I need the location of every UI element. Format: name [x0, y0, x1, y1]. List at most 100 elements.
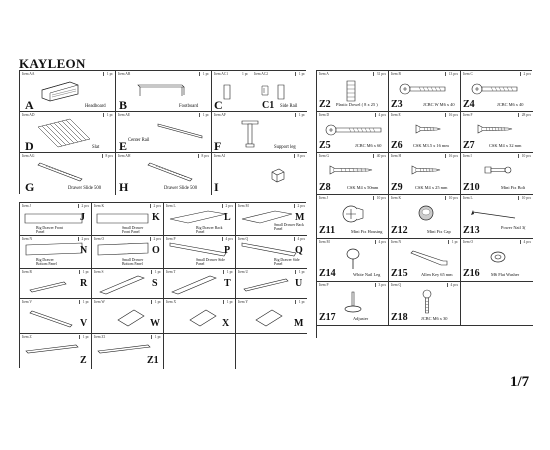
item-code: Item AC1 — [214, 72, 229, 76]
part-cell-q: Item Q 4 pcs Q Big Drawer Side Panel — [236, 236, 307, 269]
item-qty: 1 pc — [78, 335, 89, 339]
part-letter: S — [152, 278, 158, 289]
part-letter: Z13 — [463, 225, 480, 236]
cam-lock-icon — [342, 205, 364, 223]
item-qty: 10 pcs — [372, 196, 386, 200]
part-letter: Z12 — [391, 225, 408, 236]
part-cell-b: Item AB 1 pc B Footboard — [116, 71, 212, 112]
item-qty: 31 pcs — [372, 72, 386, 76]
nail-icon — [471, 210, 516, 219]
part-name: Mini Fix Housing — [351, 229, 383, 234]
part-letter: Z5 — [319, 140, 331, 151]
part-cell-o: Item O 2 pcs O Small Drawer Bottom Panel — [92, 236, 164, 269]
screw-icon — [411, 165, 441, 175]
part-name: JCBC M6 x 30 — [421, 316, 448, 321]
item-qty: 8 pcs — [293, 154, 305, 158]
part-name: JCBC M6 x 40 — [497, 102, 524, 107]
part-letter: B — [119, 98, 128, 112]
panel-icon — [241, 242, 297, 257]
part-name: Adjuster — [353, 316, 369, 321]
item-qty: 1 pc — [78, 270, 89, 274]
item-qty: 1 pc — [447, 240, 458, 244]
item-qty: 3 pcs — [374, 283, 386, 287]
item-qty: 16 pcs — [444, 154, 458, 158]
part-letter: U — [295, 278, 303, 289]
part-cell-a: Item AA 1 pc A Headboard — [20, 71, 116, 112]
item-qty: 1 pc — [150, 270, 161, 274]
part-name: CSK M4 x 50mm — [347, 185, 379, 190]
bolt-icon — [399, 83, 446, 95]
empty-cell — [317, 326, 533, 339]
item-qty: 2 pcs — [149, 204, 161, 208]
part-cell-e: Item AE 1 pc Center Rail E — [116, 112, 212, 153]
part-name: CSK M4 x 32 mm — [489, 143, 522, 148]
part-name: Drawer Slide 500 — [164, 186, 198, 191]
item-code: Item D — [319, 113, 330, 117]
board-icon — [29, 310, 73, 328]
item-code: Item AG — [22, 154, 35, 158]
item-code: Item L — [166, 204, 176, 208]
part-letter: Q — [295, 245, 303, 256]
part-letter: Z7 — [463, 140, 475, 151]
part-name: Big Drawer Bottom Panel — [36, 258, 57, 267]
part-name: Plastic Dowel ( 8 x 25 ) — [336, 102, 378, 107]
item-code: Item G — [319, 154, 330, 158]
part-cell-z1: Item Z1 1 pc Z1 — [92, 334, 164, 369]
item-code: Item V — [22, 300, 33, 304]
empty-cell — [164, 334, 236, 369]
hardware-cell-z11: Item J 10 pcs Z11 Mini Fix Housing — [317, 195, 389, 239]
part-cell-h: Item AH 8 pcs H Drawer Slide 500 — [116, 153, 212, 195]
part-cell-l: Item L 2 pcs L Big Drawer Back Panel — [164, 203, 236, 236]
item-qty: 2 pcs — [77, 204, 89, 208]
nail-leg-icon — [346, 248, 360, 269]
item-code: Item C — [463, 72, 473, 76]
part-letter: X — [222, 318, 230, 329]
item-code: Item E — [391, 113, 401, 117]
headboard-icon — [41, 81, 79, 102]
item-code: Item Z1 — [94, 335, 106, 339]
part-letter: Z16 — [463, 268, 480, 279]
part-cell-c: Item AC1 Item AC2 1 pc 1 pc C C1 Side Ra… — [212, 71, 307, 112]
board-icon — [255, 309, 283, 327]
parts-grid-large: Item AA 1 pc A Headboard Item AB 1 pc B … — [19, 70, 307, 195]
item-qty: 4 pcs — [293, 237, 305, 241]
board-icon — [171, 275, 217, 295]
hardware-cell-z4: Item C 2 pcs Z4 JCBC M6 x 40 — [461, 71, 533, 112]
item-qty: 40 pcs — [372, 154, 386, 158]
item-qty: 1 pc — [102, 72, 113, 76]
part-letter: O — [152, 245, 160, 256]
board-icon — [29, 281, 67, 293]
item-qty: 8 pcs — [197, 154, 209, 158]
panel-icon — [169, 210, 227, 224]
item-qty: 1 pc — [198, 72, 209, 76]
item-code: Item O — [463, 240, 474, 244]
bolt-icon — [471, 83, 518, 95]
item-code: Item L — [463, 196, 473, 200]
part-cell-s: Item S 1 pc S — [92, 269, 164, 299]
part-name: Mini Fix Cap — [427, 229, 451, 234]
part-name: Side Rail — [280, 104, 298, 109]
item-qty: 4 pcs — [374, 240, 386, 244]
part-cell-u: Item U 1 pc U — [236, 269, 307, 299]
item-code: Item X — [166, 300, 177, 304]
item-qty: 1 pc — [198, 113, 209, 117]
minifix-bolt-icon — [484, 166, 512, 174]
part-letter: R — [80, 278, 88, 289]
part-letter: M — [294, 318, 304, 329]
center-rail-icon — [157, 123, 203, 139]
part-name: CSK M3.5 x 16 mm — [413, 143, 449, 148]
part-letter: Z11 — [319, 225, 336, 236]
part-name: White Nail Leg — [353, 272, 381, 277]
item-code: Item K — [94, 204, 105, 208]
empty-cell — [236, 334, 307, 369]
item-qty: 1 pc — [222, 300, 233, 304]
bolt-icon — [325, 124, 382, 136]
hardware-cell-z5: Item D 4 pcs Z5 JCBC M6 x 60 — [317, 112, 389, 153]
part-cell-i: Item AI 8 pcs I — [212, 153, 307, 195]
panel-icon — [97, 242, 149, 256]
hardware-cell-z12: Item K 10 pcs Z12 Mini Fix Cap — [389, 195, 461, 239]
item-code: Item I — [463, 154, 472, 158]
part-name: Mini Fix Bolt — [501, 185, 526, 190]
hardware-cell-z2: Item A 31 pcs Z2 Plastic Dowel ( 8 x 25 … — [317, 71, 389, 112]
item-qty: 1 pc — [294, 270, 305, 274]
